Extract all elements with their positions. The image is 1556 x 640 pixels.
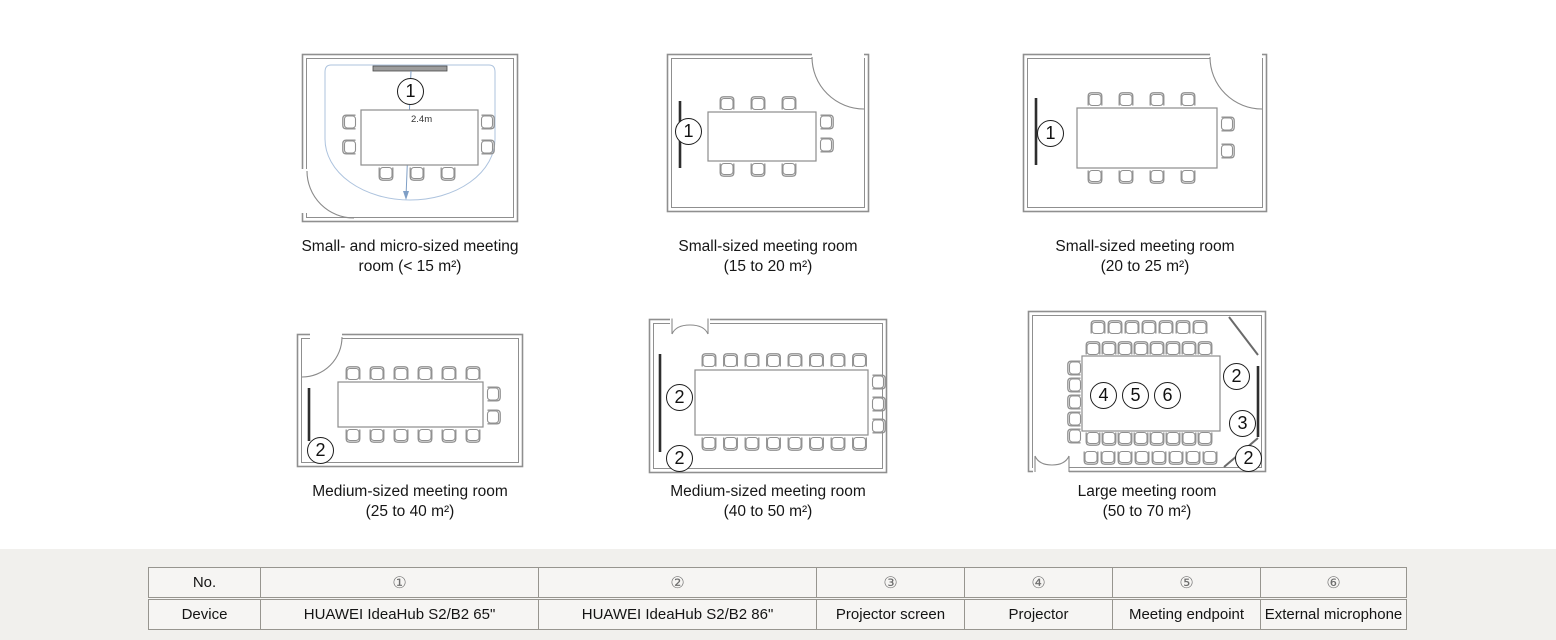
- wall-screen-icon: [372, 65, 448, 72]
- device-name-5: Meeting endpoint: [1112, 598, 1261, 630]
- caption-line2: (20 to 25 m²): [1100, 258, 1190, 275]
- conference-table: [337, 381, 484, 428]
- room-walls: [296, 333, 524, 468]
- viewing-zone: [324, 64, 496, 201]
- device-table-header-row: No. ① ② ③ ④ ⑤ ⑥: [148, 567, 1407, 600]
- floorplan-small-micro-diagram: [301, 53, 519, 223]
- device-no-5: ⑤: [1112, 567, 1261, 600]
- door-gap: [812, 53, 864, 61]
- room-caption: Small- and micro-sized meeting room (< 1…: [240, 237, 580, 277]
- marker-device-2-upper: 2: [666, 384, 693, 411]
- caption-line1: Small- and micro-sized meeting: [301, 238, 519, 255]
- marker-label: 2: [1231, 366, 1242, 386]
- room-caption: Small-sized meeting room (15 to 20 m²): [598, 237, 938, 277]
- caption-line2: (15 to 20 m²): [723, 258, 813, 275]
- room-caption: Small-sized meeting room (20 to 25 m²): [975, 237, 1315, 277]
- marker-label: 2: [674, 448, 685, 468]
- marker-device-2-bottom: 2: [1235, 445, 1262, 472]
- room-caption: Large meeting room (50 to 70 m²): [977, 482, 1317, 522]
- floorplan-small-micro-room: 1 2.4m: [301, 53, 519, 223]
- device-name-1: HUAWEI IdeaHub S2/B2 65": [260, 598, 539, 630]
- marker-label: 1: [1045, 123, 1056, 143]
- door-gap: [301, 169, 309, 213]
- double-door-icon: [671, 318, 709, 335]
- caption-line2: (25 to 40 m²): [365, 503, 455, 520]
- device-name-2: HUAWEI IdeaHub S2/B2 86": [538, 598, 817, 630]
- double-door-icon: [1034, 455, 1070, 472]
- room-walls: [1022, 53, 1268, 213]
- marker-device-1: 1: [675, 118, 702, 145]
- room-walls: [301, 53, 519, 223]
- door-swing-icon: [306, 170, 355, 219]
- marker-label: 3: [1237, 413, 1248, 433]
- door-gap: [1033, 463, 1069, 473]
- caption-line1: Small-sized meeting room: [1055, 238, 1235, 255]
- room-walls: [666, 53, 870, 213]
- caption-line1: Small-sized meeting room: [678, 238, 858, 255]
- marker-device-2-top: 2: [1223, 363, 1250, 390]
- marker-device-4: 4: [1090, 382, 1117, 409]
- marker-label: 2: [674, 387, 685, 407]
- marker-label: 4: [1098, 385, 1109, 405]
- floorplan-medium-25-40-room: 2: [296, 333, 524, 468]
- device-no-1: ①: [260, 567, 539, 600]
- floorplan-medium-40-50-diagram: [648, 318, 888, 474]
- marker-device-6: 6: [1154, 382, 1181, 409]
- marker-label: 1: [405, 81, 416, 101]
- door-swing-icon: [811, 56, 865, 110]
- device-header-cell: Device: [148, 598, 261, 630]
- device-name-6: External microphone: [1260, 598, 1407, 630]
- no-header-cell: No.: [148, 567, 261, 600]
- caption-line2: room (< 15 m²): [358, 258, 462, 275]
- door-swing-icon: [301, 336, 343, 378]
- conference-table: [360, 109, 479, 166]
- floorplan-small-20-25-room: 1: [1022, 53, 1268, 213]
- floorplan-medium-40-50-room: 2 2: [648, 318, 888, 474]
- device-table: No. ① ② ③ ④ ⑤ ⑥ Device HUAWEI IdeaHub S2…: [148, 567, 1407, 630]
- floorplan-small-20-25-diagram: [1022, 53, 1268, 213]
- caption-line1: Medium-sized meeting room: [670, 483, 866, 500]
- marker-label: 5: [1130, 385, 1141, 405]
- arrowhead-icon: [403, 191, 409, 200]
- floorplan-small-15-20-diagram: [666, 53, 870, 213]
- device-no-3: ③: [816, 567, 965, 600]
- marker-label: 2: [1243, 448, 1254, 468]
- door-swing-icon: [1209, 56, 1263, 110]
- door-gap: [1210, 53, 1262, 61]
- marker-device-5: 5: [1122, 382, 1149, 409]
- marker-label: 6: [1162, 385, 1173, 405]
- marker-device-2: 2: [307, 437, 334, 464]
- marker-label: 2: [315, 440, 326, 460]
- device-table-device-row: Device HUAWEI IdeaHub S2/B2 65" HUAWEI I…: [148, 598, 1407, 630]
- corner-screen-icon-top: [1228, 316, 1259, 356]
- room-walls: [1027, 310, 1267, 473]
- marker-device-1: 1: [397, 78, 424, 105]
- floorplan-large-room: 4 5 6 2 3 2: [1027, 310, 1267, 473]
- door-gap: [670, 318, 710, 326]
- caption-line1: Large meeting room: [1077, 483, 1217, 500]
- conference-table: [1076, 107, 1218, 169]
- marker-device-2-lower: 2: [666, 445, 693, 472]
- room-walls: [648, 318, 888, 474]
- device-no-6: ⑥: [1260, 567, 1407, 600]
- room-caption: Medium-sized meeting room (25 to 40 m²): [240, 482, 580, 522]
- device-name-4: Projector: [964, 598, 1113, 630]
- floorplan-medium-25-40-diagram: [296, 333, 524, 468]
- device-no-2: ②: [538, 567, 817, 600]
- device-name-3: Projector screen: [816, 598, 965, 630]
- device-no-4: ④: [964, 567, 1113, 600]
- conference-table: [694, 369, 869, 436]
- conference-table: [707, 111, 817, 162]
- marker-device-1: 1: [1037, 120, 1064, 147]
- distance-label: 2.4m: [411, 114, 433, 125]
- caption-line2: (50 to 70 m²): [1102, 503, 1192, 520]
- room-caption: Medium-sized meeting room (40 to 50 m²): [598, 482, 938, 522]
- marker-label: 1: [683, 121, 694, 141]
- caption-line2: (40 to 50 m²): [723, 503, 813, 520]
- caption-line1: Medium-sized meeting room: [312, 483, 508, 500]
- floorplan-small-15-20-room: 1: [666, 53, 870, 213]
- marker-device-3: 3: [1229, 410, 1256, 437]
- door-gap: [310, 333, 342, 341]
